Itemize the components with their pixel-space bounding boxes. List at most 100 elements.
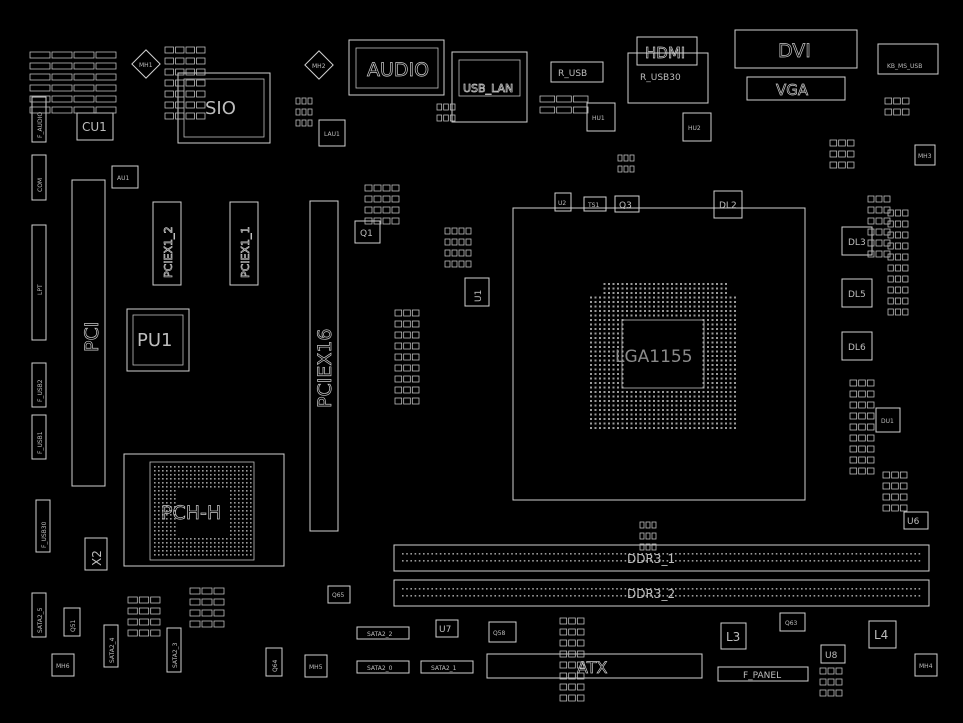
vga-connector[interactable]: VGA <box>746 76 846 101</box>
vga-label: VGA <box>776 81 809 99</box>
q51-label: Q51 <box>70 619 77 632</box>
u1-label: U1 <box>474 290 484 302</box>
q64-chip[interactable]: Q64 <box>265 647 283 677</box>
q58-label: Q58 <box>493 630 506 637</box>
cpu-socket[interactable]: LGA1155 <box>512 207 806 501</box>
ddr3-1-slot[interactable]: DDR3_1 <box>393 544 930 572</box>
f-usb3-header[interactable]: F_USB30 <box>35 499 51 553</box>
smd-components <box>29 46 910 702</box>
u8-chip[interactable]: U8 <box>820 644 846 664</box>
q1-label: Q1 <box>360 229 373 239</box>
mounting-hole-mh6: MH6 <box>51 653 75 677</box>
l3-label: L3 <box>726 630 740 644</box>
pci-label: PCI <box>81 322 103 352</box>
mounting-hole-mh5: MH5 <box>304 654 328 678</box>
ddr3-2-slot[interactable]: DDR3_2 <box>393 579 930 607</box>
du1-chip[interactable]: DU1 <box>875 407 901 433</box>
u7-label: U7 <box>439 625 451 635</box>
r-usb-header[interactable]: R_USB <box>550 61 604 83</box>
u8-label: U8 <box>825 651 838 661</box>
pciex16-slot[interactable]: PCIEX16 <box>309 200 339 532</box>
u7-chip[interactable]: U7 <box>435 619 459 638</box>
pciex1-2-label: PCIEX1_2 <box>162 226 175 278</box>
svg-text:MH6: MH6 <box>56 663 70 670</box>
dvi-connector[interactable]: DVI <box>734 29 858 69</box>
cu1-chip[interactable]: CU1 <box>76 112 114 141</box>
dl6-label: DL6 <box>848 343 866 353</box>
pch-chip[interactable]: PCH-H <box>123 453 285 567</box>
com-label: COM <box>37 178 44 192</box>
ddr3-1-label: DDR3_1 <box>627 552 675 566</box>
f-audio-header[interactable]: F_AUDIO <box>31 96 47 143</box>
u2-chip[interactable]: U2 <box>554 192 572 212</box>
pch-label: PCH-H <box>161 502 221 524</box>
svg-text:MH5: MH5 <box>309 664 323 671</box>
dl5-inductor[interactable]: DL5 <box>841 278 873 308</box>
audio-label: AUDIO <box>367 59 429 81</box>
q58-chip[interactable]: Q58 <box>488 621 517 643</box>
x2-crystal[interactable]: X2 <box>84 537 108 571</box>
lpt-header[interactable]: LPT <box>31 224 47 341</box>
svg-text:MH1: MH1 <box>139 62 153 69</box>
pci-slot[interactable]: PCI <box>71 179 106 487</box>
mounting-hole-mh3: MH3 <box>914 144 936 166</box>
atx-connector[interactable]: ATX <box>486 653 703 679</box>
ts1-chip[interactable]: TS1 <box>583 196 607 212</box>
sata2-5-header[interactable]: SATA2_5 <box>31 592 47 638</box>
u6-chip[interactable]: U6 <box>903 511 929 530</box>
mounting-hole-mh1: MH1 <box>131 49 161 79</box>
sata2-3-header[interactable]: SATA2_3 <box>166 627 182 673</box>
q65-chip[interactable]: Q65 <box>327 585 351 604</box>
hdmi-connector[interactable]: HDMI <box>636 36 698 66</box>
au1-chip[interactable]: AU1 <box>111 165 139 189</box>
sata2-4-header[interactable]: SATA2_4 <box>103 624 119 668</box>
usb-lan-connector[interactable]: USB_LAN <box>451 51 528 123</box>
dl3-inductor[interactable]: DL3 <box>841 226 873 256</box>
r-usb30-connector[interactable]: R_USB30 <box>627 52 709 104</box>
f-audio-label: F_AUDIO <box>37 112 44 138</box>
q65-label: Q65 <box>332 592 345 599</box>
f-usb2-header[interactable]: F_USB2 <box>31 362 47 408</box>
f-panel-label: F_PANEL <box>743 671 781 681</box>
com-header[interactable]: COM <box>31 154 47 201</box>
audio-connector[interactable]: AUDIO <box>348 39 445 96</box>
u1-chip[interactable]: U1 <box>464 277 490 307</box>
l3-inductor[interactable]: L3 <box>720 622 747 650</box>
hu2-label: HU2 <box>688 125 701 132</box>
l4-inductor[interactable]: L4 <box>868 620 897 649</box>
f-usb3-label: F_USB30 <box>41 521 48 548</box>
pciex1-1-slot[interactable]: PCIEX1_1 <box>229 201 259 286</box>
pciex1-1-label: PCIEX1_1 <box>239 226 252 278</box>
q3-label: Q3 <box>619 201 632 211</box>
u2-label: U2 <box>558 200 566 207</box>
ddr3-2-label: DDR3_2 <box>627 587 675 601</box>
f-usb1-header[interactable]: F_USB1 <box>31 414 47 460</box>
kb-ms-usb-connector[interactable]: KB_MS_USB <box>877 43 939 75</box>
f-panel-header[interactable]: F_PANEL <box>717 666 809 682</box>
hu1-chip[interactable]: HU1 <box>586 102 616 132</box>
sata2-4-label: SATA2_4 <box>109 637 116 663</box>
lau1-label: LAU1 <box>324 131 340 138</box>
sata2-2-label: SATA2_2 <box>367 631 393 638</box>
svg-text:MH4: MH4 <box>919 663 933 670</box>
sata2-0-header[interactable]: SATA2_0 <box>356 660 410 674</box>
hu2-chip[interactable]: HU2 <box>682 112 712 142</box>
q63-label: Q63 <box>785 620 798 627</box>
q63-chip[interactable]: Q63 <box>779 612 806 632</box>
pu1-chip[interactable]: PU1 <box>126 308 190 372</box>
l4-label: L4 <box>874 628 888 642</box>
lau1-chip[interactable]: LAU1 <box>318 119 346 147</box>
usb-lan-label: USB_LAN <box>463 82 513 95</box>
sata2-2-header[interactable]: SATA2_2 <box>356 626 410 640</box>
q51-chip[interactable]: Q51 <box>63 607 81 637</box>
q1-chip[interactable]: Q1 <box>354 220 381 244</box>
q3-chip[interactable]: Q3 <box>614 195 640 213</box>
pciex1-2-slot[interactable]: PCIEX1_2 <box>152 201 182 286</box>
au1-label: AU1 <box>117 175 129 182</box>
dl6-inductor[interactable]: DL6 <box>841 331 873 361</box>
sata2-1-header[interactable]: SATA2_1 <box>420 660 474 674</box>
svg-text:MH2: MH2 <box>312 63 326 70</box>
dl2-inductor[interactable]: DL2 <box>713 190 743 219</box>
sio-label: SIO <box>205 98 236 119</box>
